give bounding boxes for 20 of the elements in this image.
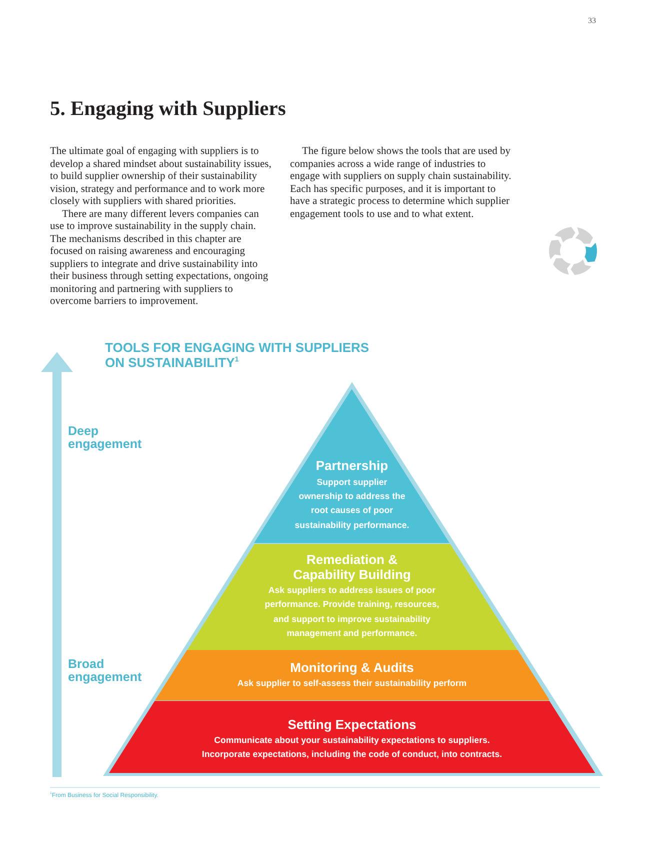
page-number: 33 xyxy=(588,16,596,25)
figure-title: TOOLS FOR ENGAGING WITH SUPPLIERS ON SUSTAINABILITY$^{1}$ xyxy=(105,340,370,370)
tier-description: Communicate about your sustainability expectations to suppliers. Incorporate expectations, including the code of conduct, into contracts. xyxy=(202,734,502,760)
tier-title: Partnership xyxy=(316,458,388,474)
scale-label: Deep engagement xyxy=(68,425,143,451)
section-heading: 5. Engaging with Suppliers xyxy=(50,98,286,121)
tier-description: Ask supplier to self-assess their sustainability perform xyxy=(237,678,467,688)
scale-label: Broad engagement xyxy=(68,658,143,684)
tier-title: Remediation & Capability Building xyxy=(293,552,411,582)
tier-description: Support supplier ownership to address the root causes of poor sustainability performance. xyxy=(294,476,410,530)
pyramid-tier xyxy=(154,650,550,700)
body-paragraph: There are many different levers companies can use to improve sustainability in the supply chain. The mechanisms described in this chapter are focused on raising awareness and encouraging suppliers to integrate and drive sustainability into their business through setting expectations, ongoing monitoring and partnering with suppliers to overcome barriers to improvement. xyxy=(50,208,270,308)
tier-title: Monitoring & Audits xyxy=(290,660,414,675)
body-paragraph: The figure below shows the tools that are used by companies across a wide range of industries to engage with suppliers on supply chain sustainability. Each has specific purposes, and it is important to have a strategic process to determine which supplier engagement tools to use and to what extent. xyxy=(290,146,512,221)
tier-description: Ask suppliers to address issues of poor performance. Provide training, resources, and support to improve sustainability management and performance. xyxy=(264,585,440,638)
body-paragraph: The ultimate goal of engaging with suppliers is to develop a shared mindset about sustainability issues, to build supplier ownership of their sustainability vision, strategy and performance and to work more closely with suppliers with shared priorities. xyxy=(50,146,272,208)
pyramid-tier xyxy=(108,700,596,772)
pyramid-tier xyxy=(186,544,518,650)
pyramid-tier xyxy=(254,389,450,544)
tier-title: Setting Expectations xyxy=(288,716,416,732)
